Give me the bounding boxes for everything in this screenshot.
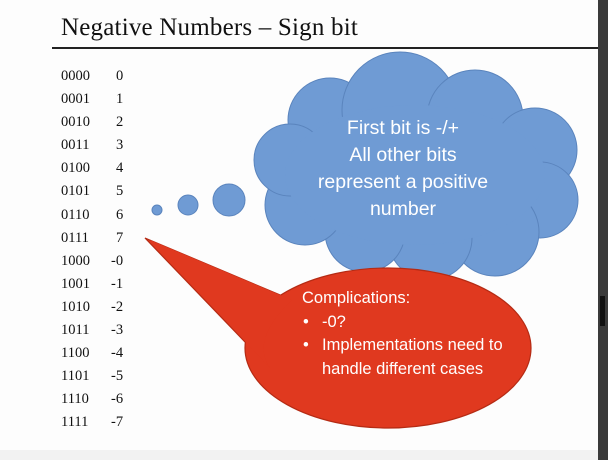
edge-marker [600,296,605,326]
title-underline [52,47,604,49]
bits-cell: 1000 [61,252,90,269]
thought-dot-large [212,183,246,217]
thought-line: represent a positive [317,171,489,193]
bits-cell: 1101 [61,368,90,385]
value-cell: 0 [116,68,124,84]
bits-cell: 1001 [61,275,90,292]
bits-cell: 1111 [61,414,89,431]
value-cell: 1 [116,91,124,108]
value-cell: 6 [116,206,124,223]
callout-bullet: -0? [302,311,522,335]
bits-cell: 1100 [61,345,90,362]
bottom-edge [0,450,598,460]
thought-bubble-text: First bit is -/+ All other bits represen… [278,115,528,223]
bits-cell: 1110 [61,391,89,408]
value-cell: 3 [116,137,124,154]
callout-bullets: -0? Implementations need to handle diffe… [302,311,522,382]
thought-cloud [253,51,579,281]
bits-cell: 1010 [61,298,90,315]
value-cell: -1 [111,275,124,292]
bits-cell: 0101 [61,183,90,200]
thought-dot-small [151,204,163,216]
value-cell: 5 [116,183,124,200]
value-cell: -0 [111,252,124,269]
value-cell: -4 [111,345,124,362]
callout-bullet: Implementations need to handle different… [302,334,522,381]
callout-heading: Complications: [302,289,411,307]
thought-dot-medium [177,194,199,216]
value-cell: -3 [111,322,124,339]
value-cell: 2 [116,114,124,131]
bits-cell: 0110 [61,206,90,223]
window-edge [598,0,608,460]
slide-title: Negative Numbers – Sign bit [61,14,359,41]
value-cell: -2 [111,298,124,315]
bits-cell: 0000 [61,68,90,84]
bits-cell: 0010 [61,114,90,131]
bits-cell: 0001 [61,91,90,108]
thought-line: number [369,198,437,220]
bits-cell: 0100 [61,160,90,177]
bits-cell: 0011 [61,137,90,154]
value-cell: -5 [111,368,124,385]
bits-cell: 1011 [61,322,90,339]
value-cell: -6 [111,391,124,408]
thought-line: First bit is -/+ [346,117,460,139]
thought-line: All other bits [349,144,457,166]
callout-text: Complications: -0? Implementations need … [302,287,522,381]
bits-cell: 0111 [61,229,89,246]
value-cell: 7 [116,229,124,246]
value-cell: 4 [116,160,124,177]
value-cell: -7 [111,414,124,431]
